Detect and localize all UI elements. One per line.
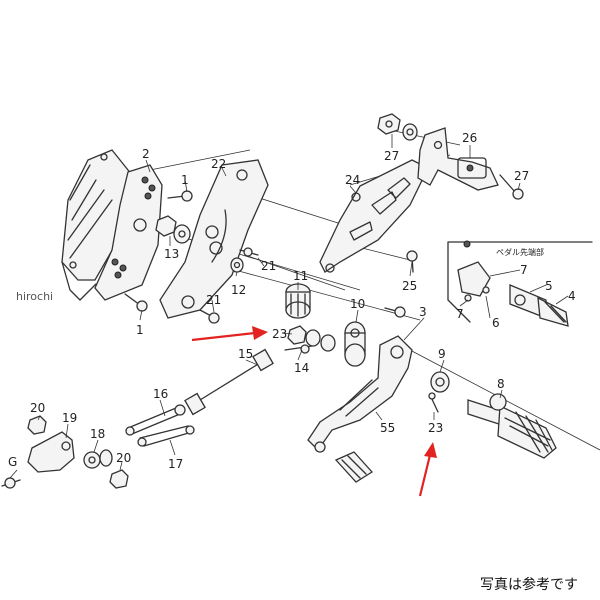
shift-rod-part — [184, 348, 274, 416]
bolt-part — [384, 306, 406, 318]
part-label: 4 — [568, 289, 576, 303]
part-label: 25 — [402, 279, 417, 293]
collar-washer-part — [155, 215, 191, 244]
pivot-part — [344, 321, 366, 367]
watermark-text: hirochi — [16, 290, 53, 303]
rod-end-part — [125, 404, 195, 447]
part-label: 20 — [116, 451, 131, 465]
part-label: 14 — [294, 361, 309, 375]
part-label: 18 — [90, 427, 105, 441]
part-label: 24 — [345, 173, 360, 187]
highlight-arrow-left — [191, 326, 268, 342]
bolt-part — [406, 250, 418, 273]
part-label: 21 — [206, 293, 221, 307]
part-label: 11 — [293, 269, 308, 283]
part-label: 27 — [514, 169, 529, 183]
bushing-part — [285, 283, 311, 319]
part-label: 1 — [136, 323, 144, 337]
part-label: 23 — [428, 421, 443, 435]
part-label: 17 — [168, 457, 183, 471]
bushing-part — [430, 371, 450, 393]
part-label: 23 — [272, 327, 287, 341]
shift-bracket-part — [417, 127, 499, 191]
pedal-tip-inset — [447, 240, 593, 327]
washer-part — [230, 257, 244, 273]
part-label: 7 — [456, 307, 464, 321]
highlight-arrow-right — [418, 442, 437, 497]
part-number-labels: 2 22 1 13 21 21 12 11 24 25 26 27 27 3 1… — [8, 131, 576, 471]
part-label: 55 — [380, 421, 395, 435]
bolt-part — [124, 293, 148, 312]
part-label: 21 — [261, 259, 276, 273]
part-label: 9 — [438, 347, 446, 361]
ball-joint-part — [1, 415, 129, 489]
shift-lever-part — [307, 335, 413, 453]
part-label: 3 — [419, 305, 427, 319]
collar-part — [284, 325, 336, 354]
base-bracket-part — [61, 149, 133, 301]
reference-photo-note: 写真は参考です — [480, 577, 578, 593]
bolt-part — [239, 247, 259, 257]
part-label: 27 — [384, 149, 399, 163]
part-label: 26 — [462, 131, 477, 145]
bolt-part — [199, 309, 220, 324]
part-label: G — [8, 455, 17, 469]
label-leaders — [9, 134, 569, 479]
step-plate-part — [94, 164, 163, 301]
footpeg-part — [467, 393, 557, 459]
part-label: 16 — [153, 387, 168, 401]
part-label: 10 — [350, 297, 365, 311]
part-label: 7 — [520, 263, 528, 277]
part-label: 13 — [164, 247, 179, 261]
bolt-part — [167, 190, 193, 202]
part-label: 12 — [231, 283, 246, 297]
part-label: 6 — [492, 316, 500, 330]
part-label: 2 — [142, 147, 150, 161]
part-label: 5 — [545, 279, 553, 293]
part-label: 1 — [181, 173, 189, 187]
part-label: 20 — [30, 401, 45, 415]
part-label: 15 — [238, 347, 253, 361]
bolt-part — [428, 392, 439, 413]
inset-caption: ペダル先端部 — [496, 247, 544, 257]
part-label: 8 — [497, 377, 505, 391]
part-label: 22 — [211, 157, 226, 171]
part-label: 19 — [62, 411, 77, 425]
toe-peg-part — [334, 451, 374, 483]
nut-washer-part — [377, 113, 418, 141]
